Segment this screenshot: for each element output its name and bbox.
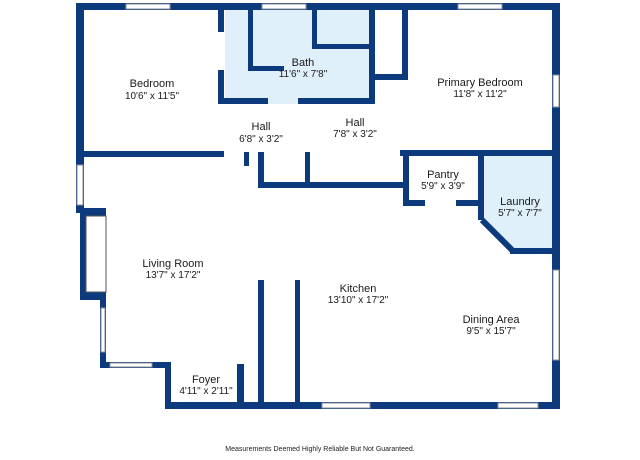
laundry-name: Laundry [500,196,540,208]
bath-name: Bath [292,57,315,69]
dining-area-dim: 9'5" x 15'7" [466,326,516,337]
walls [76,3,560,409]
foyer-dim: 4'11" x 2'11" [179,386,233,397]
bedroom-name: Bedroom [130,78,175,90]
pantry-dim: 5'9" x 3'9" [421,181,465,192]
kitchen-dim: 13'10" x 17'2" [328,295,389,306]
primary-bedroom-dim: 11'8" x 11'2" [453,89,507,100]
primary-bedroom-name: Primary Bedroom [437,77,523,89]
hall-1-name: Hall [252,121,271,133]
foyer-name: Foyer [192,374,220,386]
laundry-dim: 5'7" x 7'7" [498,208,542,219]
bath-dim: 11'6" x 7'8" [279,69,328,80]
disclaimer: Measurements Deemed Highly Reliable But … [225,446,415,453]
hall-2-name: Hall [346,117,365,129]
living-room-name: Living Room [142,258,203,270]
hall-1-dim: 6'8" x 3'2" [239,134,283,145]
laundry-floor [484,156,553,250]
living-room-dim: 13'7" x 17'2" [146,270,201,281]
bath-floor [225,8,375,104]
windows [76,3,560,409]
kitchen-name: Kitchen [340,283,377,295]
fireplace [85,215,107,293]
floor-plan: Bedroom 10'6" x 11'5" Bath 11'6" x 7'8" … [76,3,560,409]
dining-area-name: Dining Area [463,314,521,326]
hall-2-dim: 7'8" x 3'2" [333,129,377,140]
bedroom-dim: 10'6" x 11'5" [125,91,180,102]
pantry-name: Pantry [427,169,459,181]
